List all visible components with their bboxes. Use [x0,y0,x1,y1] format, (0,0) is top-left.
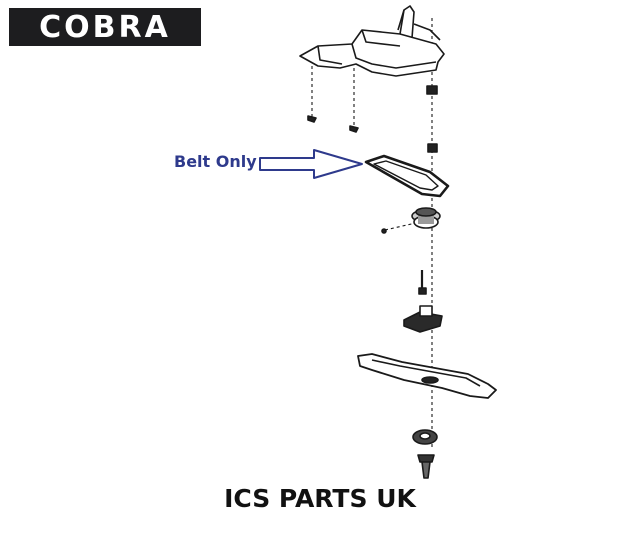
motor-housing-bracket [299,5,445,95]
housing-screws [307,115,438,153]
cutting-blade [357,353,497,399]
blade-bolt [417,454,435,479]
small-screw [381,228,387,234]
cobra-logo: COBRA [9,8,201,46]
pulley [411,207,441,229]
drive-belt [364,154,450,198]
blade-holder [403,305,443,333]
footer-brand-text: ICS PARTS UK [224,484,416,513]
assembly-axis-lines [311,18,433,448]
shaft-bolt [418,270,427,295]
blade-washer [412,429,438,445]
belt-callout-arrow [259,149,363,179]
belt-only-label: Belt Only [174,152,257,171]
